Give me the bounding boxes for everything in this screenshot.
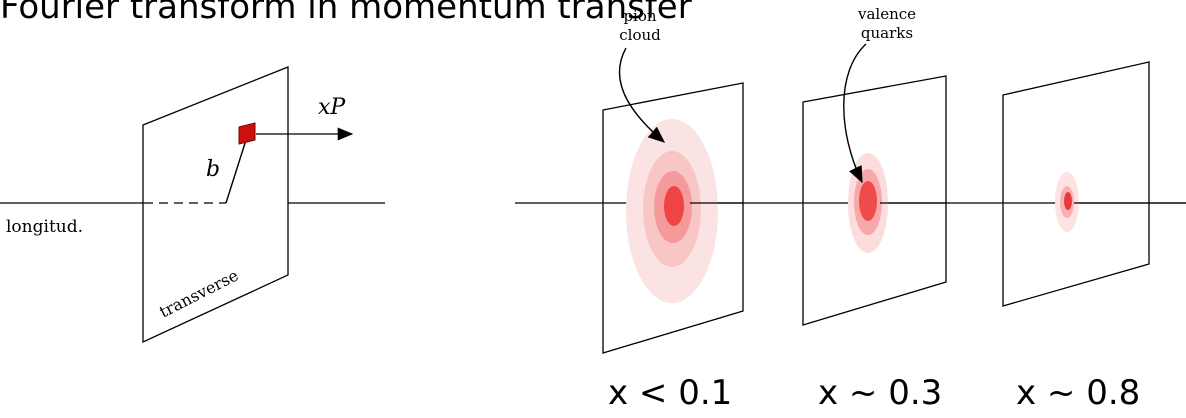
plane-2-core (859, 181, 877, 221)
pion-cloud-label-line1: pion (623, 7, 656, 25)
valence-quarks-arrow (843, 43, 867, 184)
plane-2-x-label: x ~ 0.3 (818, 373, 942, 413)
page-heading: Fourier transform in momentum transfer (0, 0, 692, 27)
plane-1-core (664, 186, 684, 226)
plane-3-core (1064, 192, 1072, 210)
impact-parameter-line (225, 139, 247, 204)
impact-parameter-label: b (206, 157, 220, 182)
transverse-label: transverse (156, 266, 241, 322)
plane-3-x-label: x ~ 0.8 (1016, 373, 1140, 413)
pion-cloud-label-line2: cloud (619, 26, 661, 44)
valence-quarks-label-line2: quarks (861, 24, 913, 42)
parton-square (238, 122, 256, 145)
density-plane-2 (802, 75, 947, 326)
density-plane-1 (602, 82, 744, 354)
plane-1-x-label: x < 0.1 (608, 373, 732, 413)
pion-cloud-arrow (618, 47, 666, 143)
right-density-diagram: pion cloud valence quarks x < 0.1 x ~ 0.… (515, 5, 1186, 413)
left-impact-diagram: xP b longitud. transverse (0, 66, 385, 344)
momentum-label: xP (318, 95, 346, 120)
longitudinal-label: longitud. (6, 217, 83, 237)
density-plane-3 (1002, 61, 1150, 307)
transverse-plane (142, 66, 289, 344)
valence-quarks-label-line1: valence (857, 5, 916, 23)
